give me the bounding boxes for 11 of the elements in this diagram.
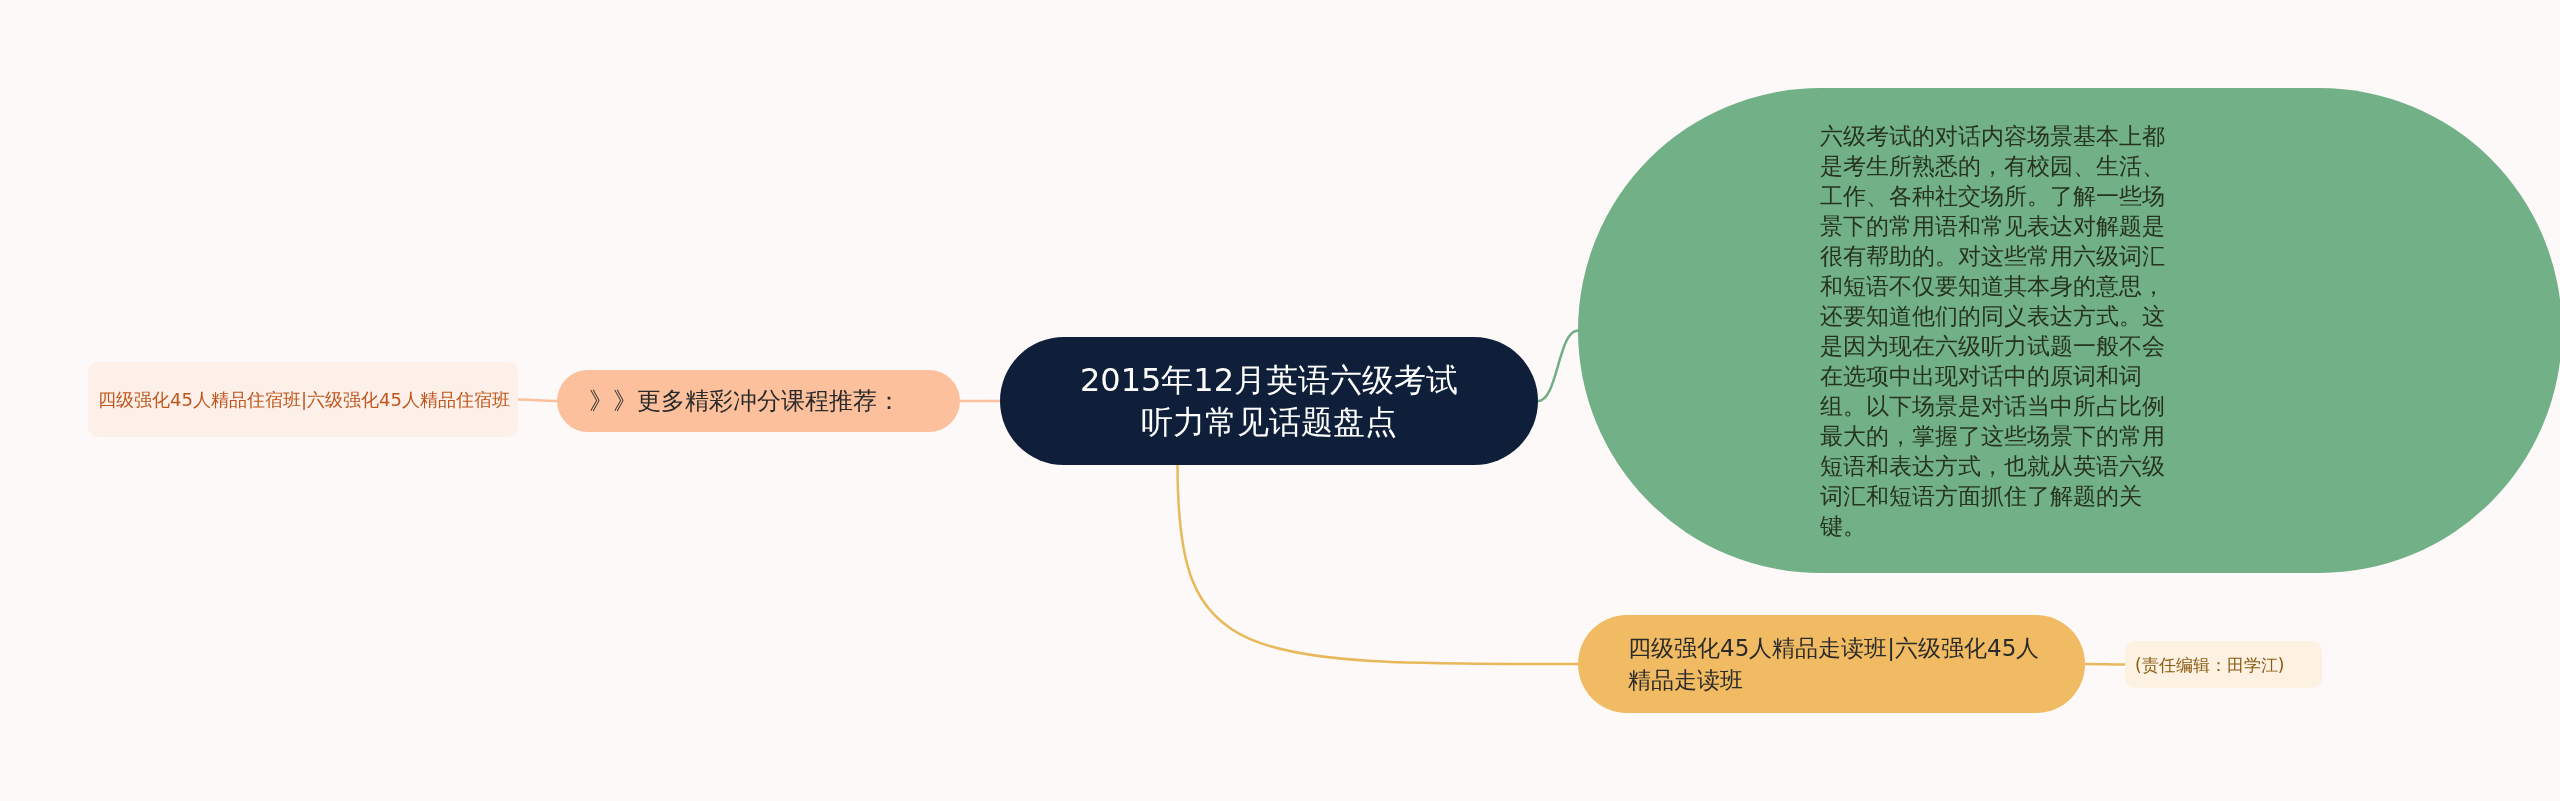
connector-line — [518, 398, 557, 403]
leaf-node: 四级强化45人精品住宿班|六级强化45人精品住宿班 — [88, 362, 518, 437]
branch-node: 四级强化45人精品走读班|六级强化45人精品走读班 — [1578, 615, 2085, 713]
connector-line — [2085, 662, 2125, 666]
topic-node: 2015年12月英语六级考试听力常见话题盘点 — [1000, 337, 1538, 465]
connector-line — [1176, 464, 1578, 666]
text-node: 六级考试的对话内容场景基本上都是考生所熟悉的，有校园、生活、工作、各种社交场所。了解一些场景下的常用语和常见表达对解题是很有帮助的。对这些常用六级词汇和短语不仅要知道其本身的意思，还要知道他们的同义表达方式。这是因为现在六级听力试题一般不会在选项中出现对话中的原词和词组。以下场景是对话当中所占比例最大的，掌握了这些场景下的常用短语和表达方式，也就从英语六级词汇和短语方面抓住了解题的关键。 — [1578, 88, 2560, 573]
connector-line — [1537, 329, 1579, 403]
connector-line — [960, 399, 1000, 403]
leaf-node: (责任编辑：田学江) — [2125, 641, 2322, 688]
branch-node: 》》更多精彩冲分课程推荐： — [557, 370, 960, 432]
